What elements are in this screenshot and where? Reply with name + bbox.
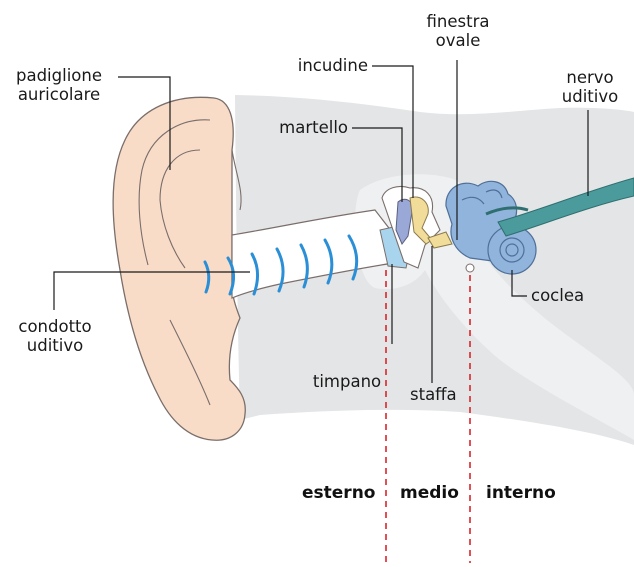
label-condotto-line2: uditivo [0, 336, 110, 355]
zone-medio: medio [400, 483, 459, 503]
label-incudine: incudine [270, 56, 368, 75]
label-padiglione-line1: padiglione [2, 66, 116, 85]
zone-interno: interno [486, 483, 556, 503]
zone-esterno: esterno [302, 483, 375, 503]
label-martello: martello [250, 118, 348, 137]
label-finestra-ovale: finestra ovale [412, 12, 504, 50]
label-coclea: coclea [531, 286, 584, 305]
label-finestra-line2: ovale [412, 31, 504, 50]
label-padiglione-line2: auricolare [2, 85, 116, 104]
label-nervo-uditivo: nervo uditivo [548, 68, 632, 106]
label-nervo-line2: uditivo [548, 87, 632, 106]
pinna [113, 97, 245, 440]
label-condotto-uditivo: condotto uditivo [0, 317, 110, 355]
label-padiglione-auricolare: padiglione auricolare [2, 66, 116, 104]
label-staffa: staffa [410, 385, 457, 404]
round-window [466, 264, 474, 272]
label-timpano: timpano [297, 372, 397, 391]
label-nervo-line1: nervo [548, 68, 632, 87]
label-finestra-line1: finestra [412, 12, 504, 31]
label-condotto-line1: condotto [0, 317, 110, 336]
